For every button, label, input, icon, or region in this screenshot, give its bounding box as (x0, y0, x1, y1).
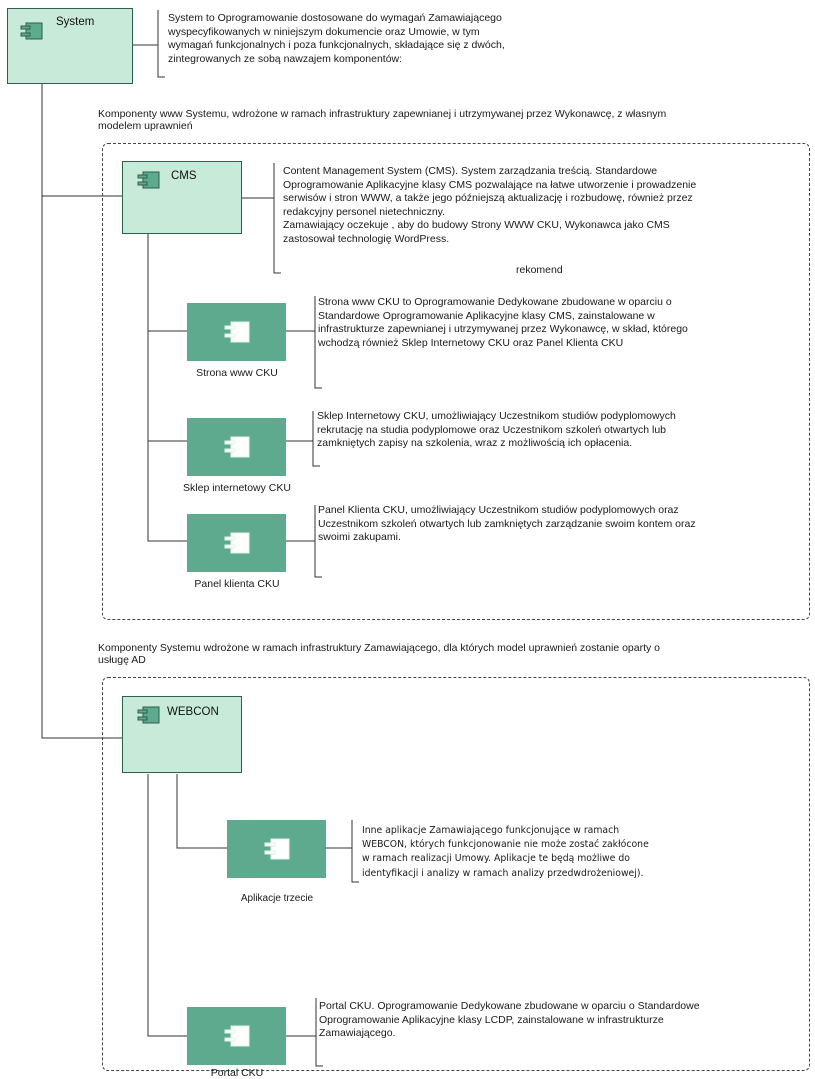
system-description: System to Oprogramowanie dostosowane do … (168, 12, 505, 65)
panel-klienta-component (187, 514, 286, 572)
component-icon (224, 532, 250, 554)
component-icon (224, 436, 250, 458)
component-icon (224, 1025, 250, 1047)
sklep-internetowy-label: Sklep internetowy CKU (183, 482, 291, 494)
cms-desc-bracket (273, 163, 281, 274)
portal-cku-component (187, 1007, 286, 1065)
cms-title: CMS (171, 170, 197, 182)
strona-www-component (187, 303, 286, 361)
sklep-internetowy-component (187, 418, 286, 476)
section-ad-label: Komponenty Systemu wdrożone w ramach inf… (98, 642, 661, 666)
system-title: System (56, 16, 95, 28)
aplikacje-trzecie-component (227, 820, 326, 878)
component-icon (264, 838, 290, 860)
aplikacje-trzecie-description: Inne aplikacje Zamawiającego funkcjonują… (362, 825, 649, 879)
strona-www-label: Strona www CKU (196, 367, 278, 379)
strona-www-description: Strona www CKU to Oprogramowanie Dedykow… (318, 296, 688, 349)
system-component: System (7, 8, 133, 84)
component-icon (20, 22, 43, 40)
system-desc-bracket (157, 10, 165, 78)
ad-components-region (102, 677, 810, 1071)
www-components-region (102, 143, 810, 620)
cms-extra-text: rekomend (516, 264, 563, 276)
webcon-title: WEBCON (167, 706, 219, 718)
aplikacje-trzecie-label: Aplikacje trzecie (240, 893, 314, 904)
sklep-internetowy-description: Sklep Internetowy CKU, umożliwiający Ucz… (317, 410, 676, 449)
cms-component: CMS (122, 161, 242, 234)
cms-description: Content Management System (CMS). System … (283, 165, 697, 245)
component-icon (137, 171, 160, 189)
cms-trunk (147, 233, 187, 542)
component-icon (224, 321, 250, 343)
panel-klienta-description: Panel Klienta CKU, umożliwiający Uczestn… (318, 504, 696, 543)
webcon-component: WEBCON (122, 696, 242, 773)
panel-klienta-label: Panel klienta CKU (194, 578, 280, 590)
component-icon (137, 706, 160, 724)
portal-cku-label: Portal CKU (210, 1067, 264, 1079)
portal-cku-description: Portal CKU. Oprogramowanie Dedykowane zb… (319, 1000, 700, 1039)
system-trunk (41, 83, 122, 739)
webcon-trunk (147, 774, 187, 1037)
section-www-label: Komponenty www Systemu, wdrożone w ramac… (98, 108, 667, 132)
